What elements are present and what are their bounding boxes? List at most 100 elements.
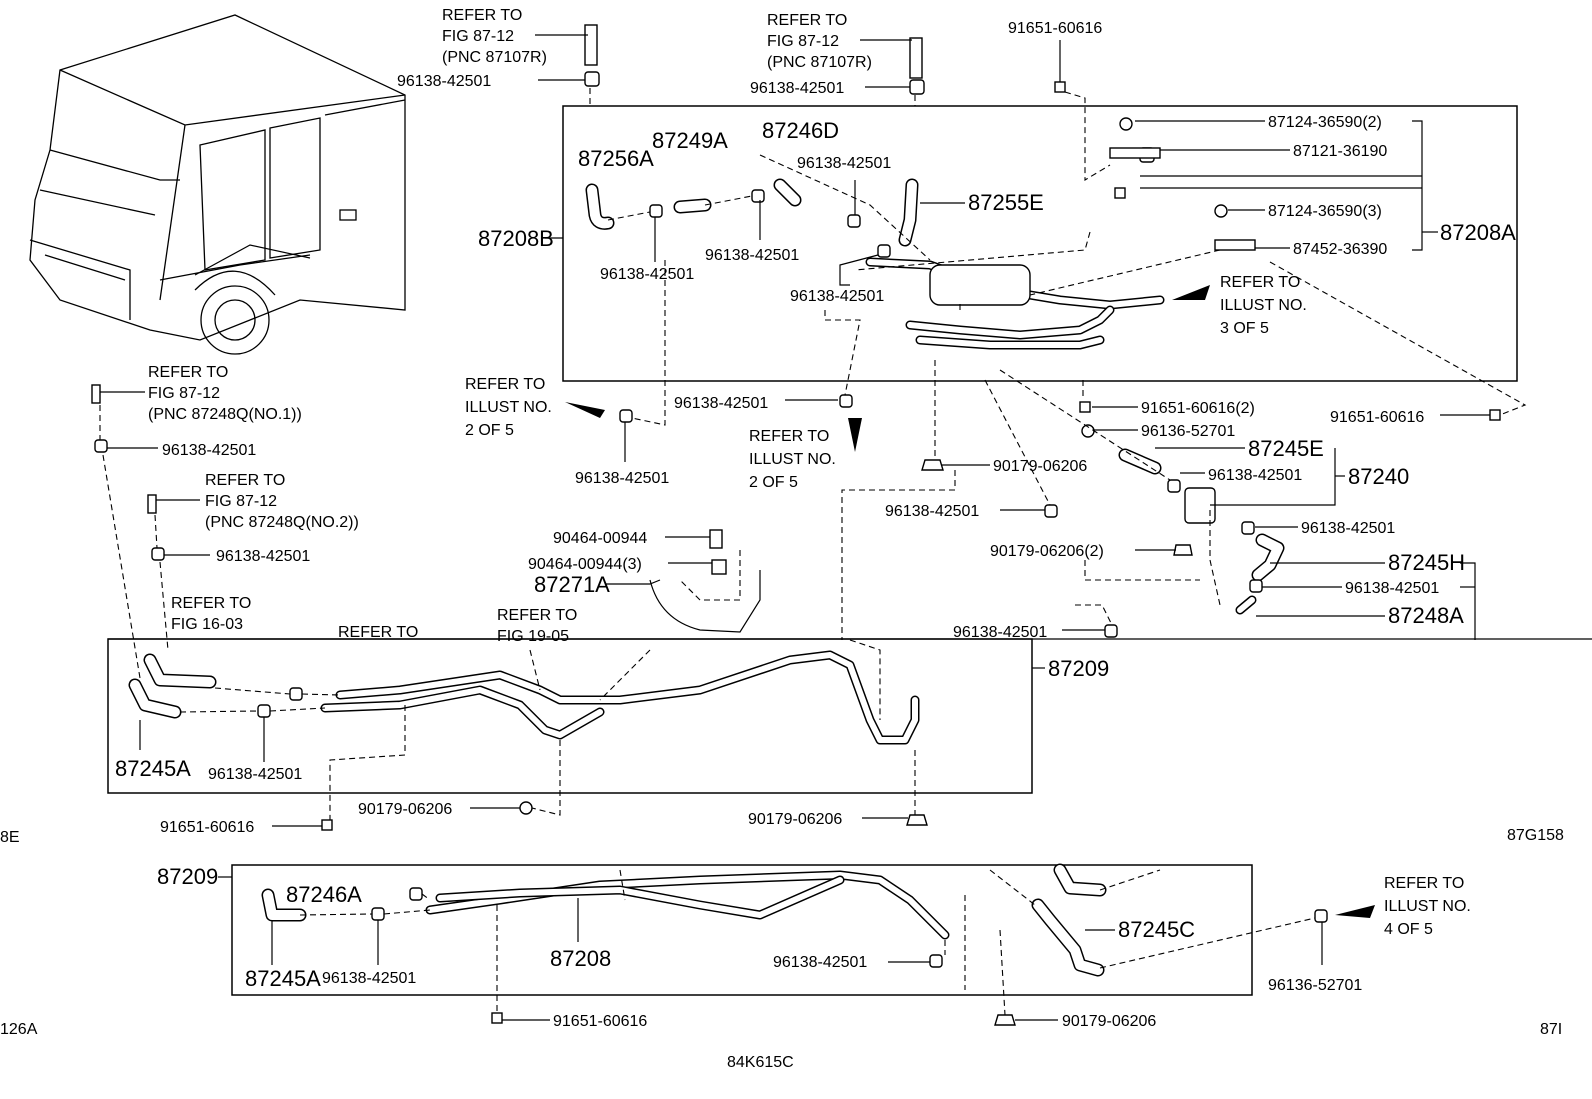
part-label: 87245C bbox=[1118, 917, 1195, 942]
clamp-label: 96138-42501 bbox=[953, 624, 1047, 641]
figure-code: 126A bbox=[0, 1021, 38, 1038]
bolt-label: 91651-60616 bbox=[160, 819, 254, 836]
assembly-label-87209: 87209 bbox=[1048, 656, 1109, 681]
clamp-label: 96138-42501 bbox=[773, 954, 867, 971]
part-label: 87452-36390 bbox=[1293, 241, 1387, 258]
ref-illust-4-line1: REFER TO bbox=[1384, 875, 1464, 892]
nut-label: 90179-06206 bbox=[993, 458, 1087, 475]
part-label: 87124-36590(2) bbox=[1268, 114, 1382, 131]
ref-illust-3-line2: ILLUST NO. bbox=[1220, 297, 1307, 314]
arrow-to-illust-4 bbox=[1335, 905, 1375, 918]
ref-illust-2a-line1: REFER TO bbox=[465, 376, 545, 393]
nut-label: 90179-06206 bbox=[358, 801, 452, 818]
clamp-label: 96138-42501 bbox=[885, 503, 979, 520]
clamp-label: 96138-42501 bbox=[600, 266, 694, 283]
ref-pnc-no1-line3: (PNC 87248Q(NO.1)) bbox=[148, 406, 302, 423]
vehicle-illustration bbox=[29, 14, 406, 355]
bolt-label: 91651-60616 bbox=[553, 1013, 647, 1030]
part-label: 87245A bbox=[115, 756, 191, 781]
ref-fig-87-12-b-line1: REFER TO bbox=[767, 12, 847, 29]
part-label: 87245E bbox=[1248, 436, 1324, 461]
ref-fig-19-05-line2: FIG 19-05 bbox=[497, 628, 569, 645]
arrow-to-illust-2a bbox=[565, 402, 605, 418]
ref-illust-3-line1: REFER TO bbox=[1220, 274, 1300, 291]
part-label: 87249A bbox=[652, 128, 728, 153]
ref-pnc-no2-line2: FIG 87-12 bbox=[205, 493, 277, 510]
clamp-label: 96138-42501 bbox=[162, 442, 256, 459]
ref-illust-2b-line2: ILLUST NO. bbox=[749, 451, 836, 468]
figure-code: 87G158 bbox=[1507, 827, 1564, 844]
nut-label: 90179-06206(2) bbox=[990, 543, 1104, 560]
assembly-label-87208B: 87208B bbox=[478, 226, 554, 251]
part-label: 87124-36590(3) bbox=[1268, 203, 1382, 220]
assembly-label-87208A: 87208A bbox=[1440, 220, 1516, 245]
ref-illust-4-line2: ILLUST NO. bbox=[1384, 898, 1471, 915]
bolt-label: 91651-60616 bbox=[1330, 409, 1424, 426]
ref-fig-16-03-line1: REFER TO bbox=[171, 595, 251, 612]
dashed-lines bbox=[99, 88, 1527, 1016]
part-label: 96136-52701 bbox=[1141, 423, 1235, 440]
assembly-label-87240: 87240 bbox=[1348, 464, 1409, 489]
ref-fig-87-12-a-line1: REFER TO bbox=[442, 7, 522, 24]
bolt-label: 91651-60616 bbox=[1008, 20, 1102, 37]
clamp-label: 96138-42501 bbox=[1345, 580, 1439, 597]
ref-illust-3-line3: 3 OF 5 bbox=[1220, 320, 1269, 337]
ref-pnc-no1-line1: REFER TO bbox=[148, 364, 228, 381]
part-label: 87255E bbox=[968, 190, 1044, 215]
clamp-label: 96138-42501 bbox=[750, 80, 844, 97]
ref-illust-2b-line1: REFER TO bbox=[749, 428, 829, 445]
bottom-assembly-box bbox=[231, 864, 1253, 996]
nut-label: 90179-06206 bbox=[748, 811, 842, 828]
clamp-label: 96138-42501 bbox=[575, 470, 669, 487]
ref-fig-87-12-a-line3: (PNC 87107R) bbox=[442, 49, 547, 66]
ref-illust-2a-line3: 2 OF 5 bbox=[465, 422, 514, 439]
figure-code: 8E bbox=[0, 829, 20, 846]
ref-fig-87-12-a-line2: FIG 87-12 bbox=[442, 28, 514, 45]
part-label: 87245H bbox=[1388, 550, 1465, 575]
assembly-label-87208: 87208 bbox=[550, 946, 611, 971]
clamp-label: 96138-42501 bbox=[790, 288, 884, 305]
middle-pipes bbox=[128, 650, 920, 745]
part-label: 87121-36190 bbox=[1293, 143, 1387, 160]
clamp-label: 96138-42501 bbox=[322, 970, 416, 987]
ref-fig-87-12-b-line3: (PNC 87107R) bbox=[767, 54, 872, 71]
leader-lines bbox=[100, 34, 1490, 1021]
ref-pnc-no2-line1: REFER TO bbox=[205, 472, 285, 489]
clamp-label: 96138-42501 bbox=[216, 548, 310, 565]
ref-illust-2a-line2: ILLUST NO. bbox=[465, 399, 552, 416]
labels: REFER TO FIG 87-12 (PNC 87107R) 96138-42… bbox=[0, 7, 1564, 1071]
figure-code: 84K615C bbox=[727, 1054, 794, 1071]
ref-fig-16-03-line2: FIG 16-03 bbox=[171, 616, 243, 633]
part-label: 87271A bbox=[534, 572, 610, 597]
ref-pnc-no2-line3: (PNC 87248Q(NO.2)) bbox=[205, 514, 359, 531]
assembly-label-87209: 87209 bbox=[157, 864, 218, 889]
clamp-label: 96138-42501 bbox=[705, 247, 799, 264]
clamp-label: 96138-42501 bbox=[1301, 520, 1395, 537]
clip-label: 90464-00944(3) bbox=[528, 556, 642, 573]
figure-code: 87I bbox=[1540, 1021, 1562, 1038]
right-pipes bbox=[649, 448, 1285, 633]
ref-pnc-no1-line2: FIG 87-12 bbox=[148, 385, 220, 402]
part-label: 96136-52701 bbox=[1268, 977, 1362, 994]
upper-assembly-box bbox=[562, 105, 1518, 382]
ref-cut-label: REFER TO bbox=[338, 624, 418, 641]
bottom-pipes bbox=[261, 863, 1107, 977]
ref-fig-19-05-line1: REFER TO bbox=[497, 607, 577, 624]
part-label: 87245A bbox=[245, 966, 321, 991]
clamp-label: 96138-42501 bbox=[1208, 467, 1302, 484]
clamps bbox=[91, 24, 1501, 1026]
part-label: 87248A bbox=[1388, 603, 1464, 628]
clamp-label: 96138-42501 bbox=[397, 73, 491, 90]
nut-label: 90179-06206 bbox=[1062, 1013, 1156, 1030]
clamp-label: 96138-42501 bbox=[674, 395, 768, 412]
ref-illust-2b-line3: 2 OF 5 bbox=[749, 474, 798, 491]
upper-pipes bbox=[585, 178, 1165, 350]
bolt-label: 91651-60616(2) bbox=[1141, 400, 1255, 417]
ref-fig-87-12-b-line2: FIG 87-12 bbox=[767, 33, 839, 50]
clip-label: 90464-00944 bbox=[553, 530, 647, 547]
part-label: 87256A bbox=[578, 146, 654, 171]
clamp-label: 96138-42501 bbox=[208, 766, 302, 783]
reference-arrows bbox=[565, 285, 1375, 918]
part-label: 87246A bbox=[286, 882, 362, 907]
